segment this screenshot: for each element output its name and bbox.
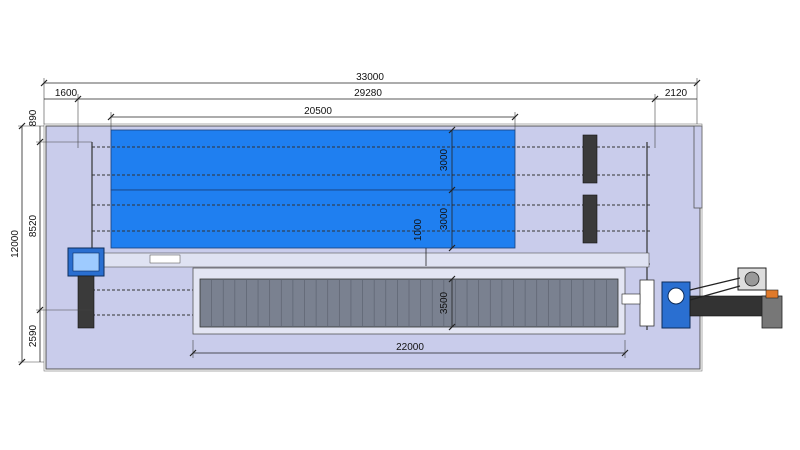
dim-left-offset: 1600 <box>55 88 78 99</box>
dim-aisle-width: 1000 <box>413 218 424 241</box>
right-arm <box>689 295 767 317</box>
dim-upper-width: 8520 <box>28 214 39 237</box>
dim-grey-row-length: 22000 <box>396 342 424 353</box>
dim-inner-length: 29280 <box>354 88 382 99</box>
dim-grey-row-width: 3500 <box>439 291 450 314</box>
dimension-line-strokes <box>21 82 697 362</box>
aisle-marker <box>149 254 181 264</box>
right-motor <box>761 295 783 329</box>
dim-overall-width: 12000 <box>10 230 21 258</box>
dim-blue-pool-length: 20500 <box>304 106 332 117</box>
left-feeder-inner <box>72 252 100 272</box>
grey-channel-slats <box>211 279 607 327</box>
extension-lines <box>18 78 698 363</box>
dim-bottom-width: 2590 <box>28 324 39 347</box>
right-drum-center <box>744 271 760 287</box>
right-unit-wheel <box>667 287 685 305</box>
blue-pool-upper <box>110 129 516 191</box>
right-frame <box>639 279 655 327</box>
dim-row-width-1: 3000 <box>439 148 450 171</box>
rack-lower <box>582 194 598 244</box>
left-conveyor <box>77 275 95 329</box>
dim-right-offset: 2120 <box>665 88 688 99</box>
blue-pool-lower <box>110 189 516 249</box>
right-belt-2 <box>689 285 741 301</box>
hall-inner-border <box>43 123 703 372</box>
aisle-strip <box>103 252 650 268</box>
rack-upper <box>582 134 598 184</box>
dim-top-margin: 890 <box>28 109 39 126</box>
right-motor-top <box>765 289 779 299</box>
hall-wall-step <box>693 125 703 209</box>
right-connector <box>621 293 641 305</box>
dim-row-width-2: 3000 <box>439 207 450 230</box>
dim-overall-length: 33000 <box>356 72 384 83</box>
right-belt <box>689 277 741 291</box>
dimension-ticks <box>18 79 701 366</box>
